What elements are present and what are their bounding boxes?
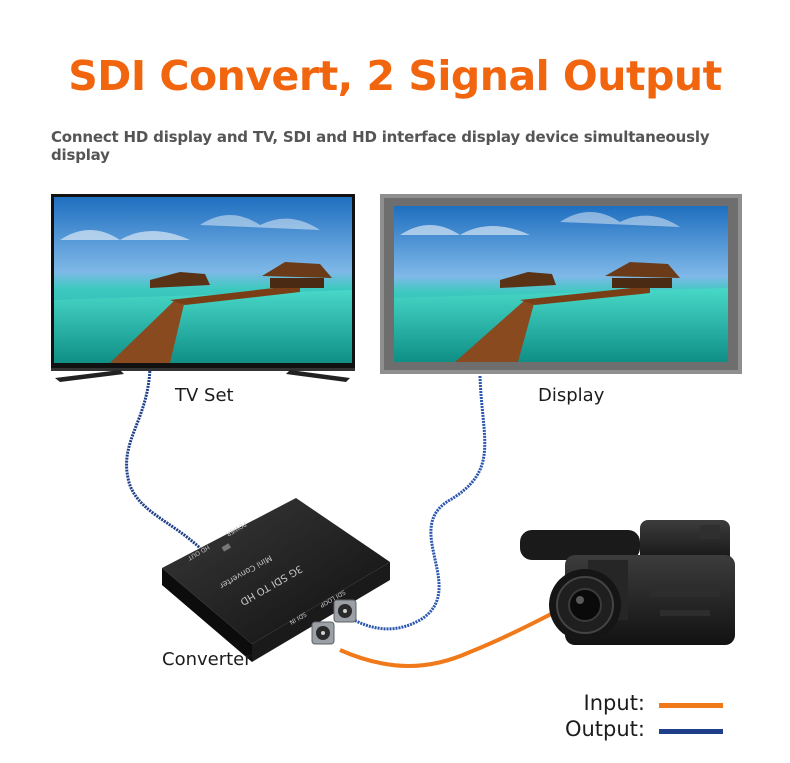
legend-input-label: Input: <box>583 691 645 715</box>
converter-box: Mini Converter 3G SDI TO HD POWER HD OUT… <box>162 498 390 662</box>
output-cable-display <box>349 375 487 631</box>
bnc-connector-in <box>311 621 335 645</box>
bnc-connector-loop <box>333 599 357 623</box>
tv-set <box>51 194 355 382</box>
converter-label: Converter <box>162 649 252 670</box>
page-subtitle: Connect HD display and TV, SDI and HD in… <box>51 128 710 164</box>
legend-input-line <box>659 703 723 708</box>
display-monitor <box>380 194 742 374</box>
tv-set-label: TV Set <box>175 385 234 406</box>
camcorder <box>520 520 735 645</box>
input-cable-camera <box>339 610 556 668</box>
legend-output-label: Output: <box>564 717 645 741</box>
display-label: Display <box>538 385 605 406</box>
page-title: SDI Convert, 2 Signal Output <box>68 52 722 100</box>
legend-output-line <box>659 729 723 734</box>
output-cable-tv <box>125 367 202 550</box>
